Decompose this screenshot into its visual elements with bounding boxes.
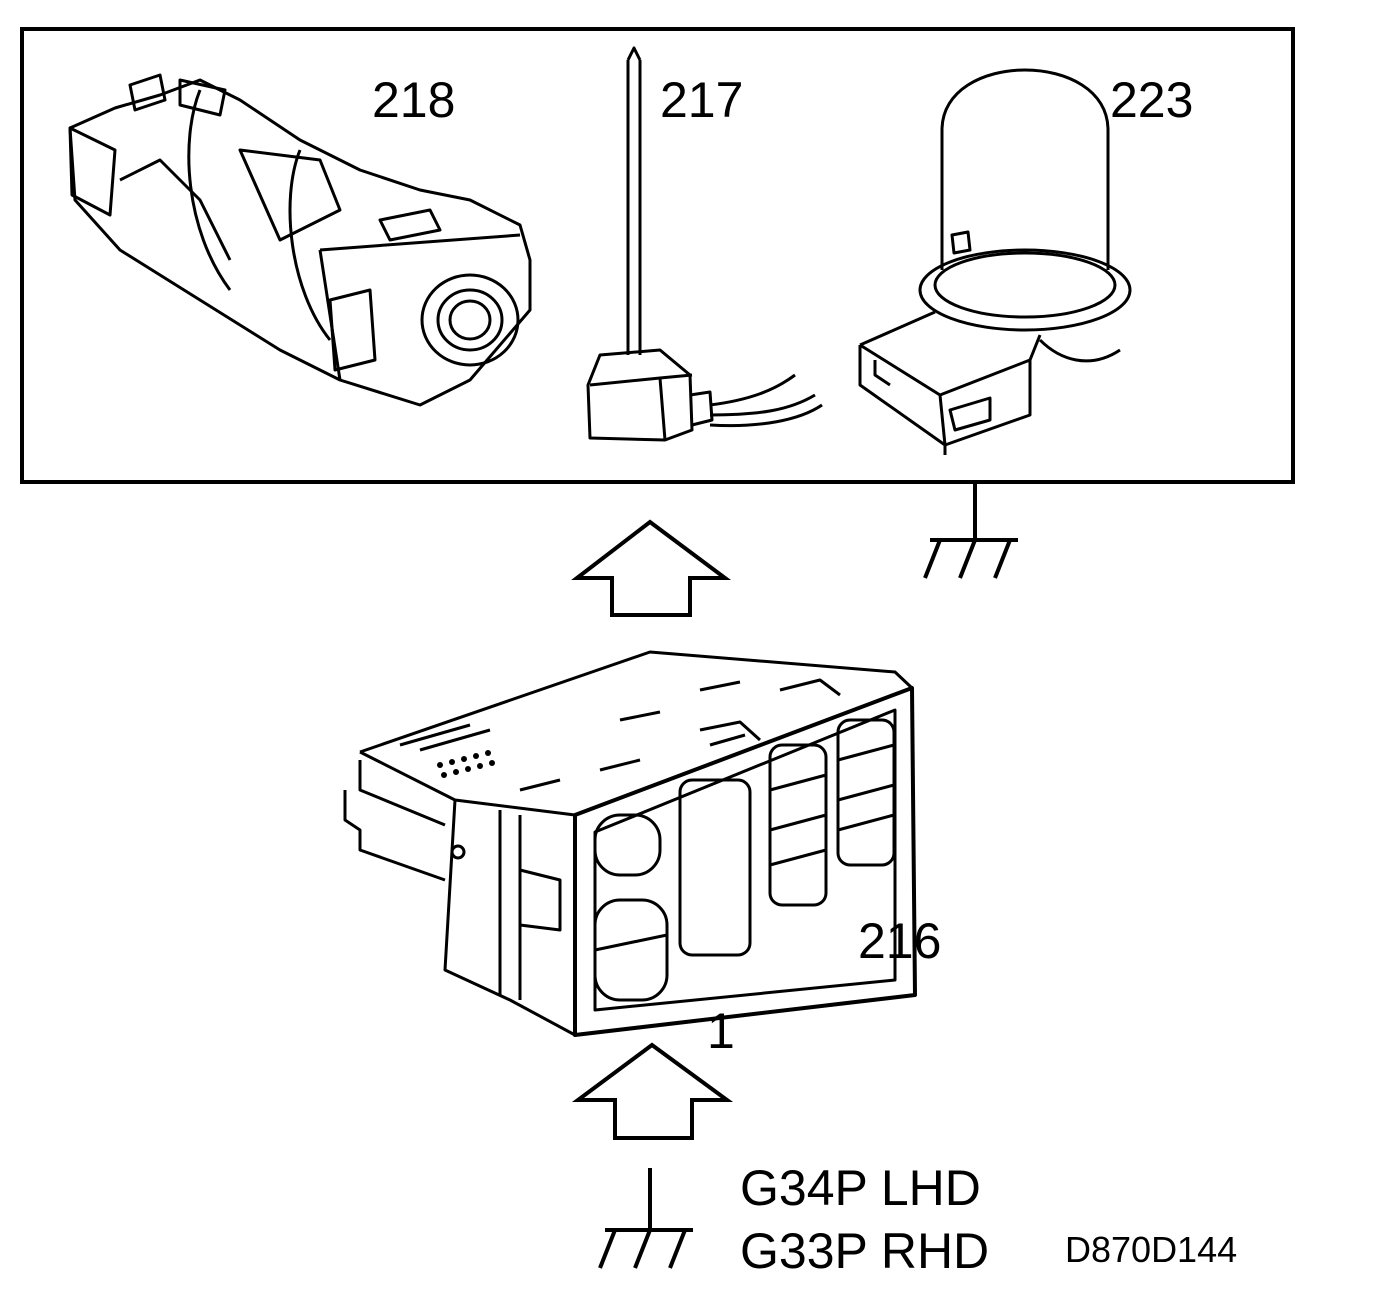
ground-symbol-icon [923, 483, 1018, 579]
module-connector-pins [437, 750, 495, 778]
part-216-control-module [343, 650, 917, 1037]
part-label-216: 216 [858, 913, 941, 969]
components-frame [20, 27, 1295, 484]
part-label-217: 217 [660, 72, 743, 128]
pin-label-1: 1 [707, 1003, 735, 1059]
part-label-218: 218 [372, 72, 455, 128]
part-218-switch [68, 73, 532, 407]
part-223-bulb [858, 68, 1132, 455]
ground-symbol-icon [598, 1168, 693, 1269]
part-label-223: 223 [1110, 72, 1193, 128]
part-217-sensor [586, 46, 823, 442]
ground-label-rhd: G33P RHD [740, 1223, 989, 1279]
diagram-code: D870D144 [1065, 1229, 1237, 1270]
ground-label-lhd: G34P LHD [740, 1160, 981, 1216]
up-arrow-icon [571, 519, 732, 617]
up-arrow-icon [571, 1042, 734, 1140]
